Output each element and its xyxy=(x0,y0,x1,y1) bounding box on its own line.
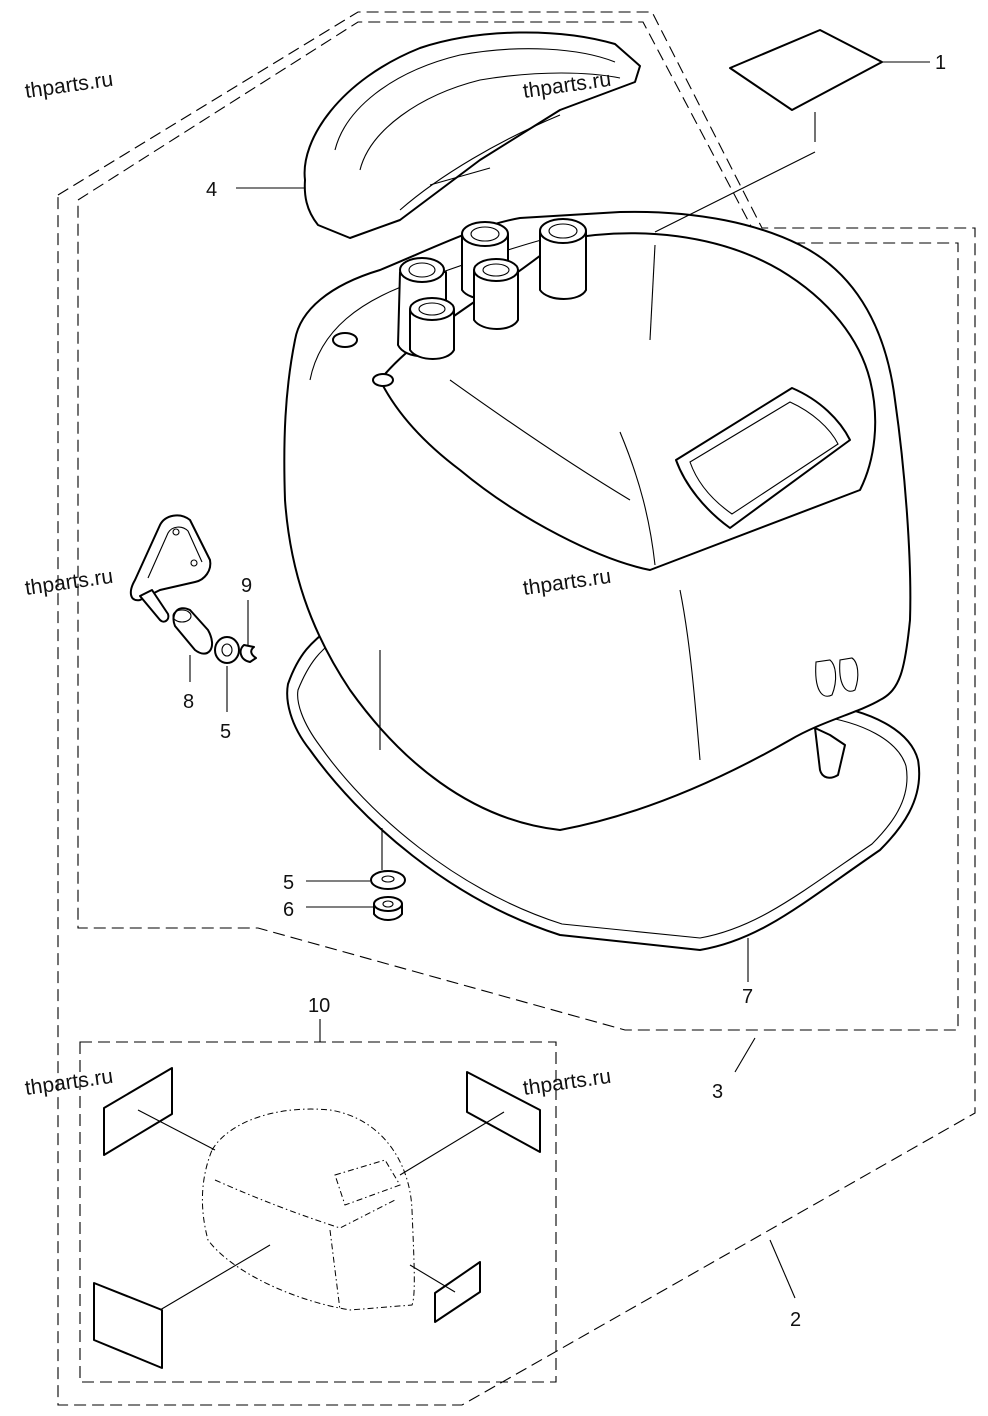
part-5-washer-upper xyxy=(214,636,240,664)
watermark: thparts.ru xyxy=(521,1065,612,1100)
part-9-clip xyxy=(239,644,257,663)
callout-1: 1 xyxy=(935,52,946,74)
part-8-bracket xyxy=(129,514,212,623)
assembly-boundary-3 xyxy=(77,21,959,1031)
part-3-cowling xyxy=(283,210,921,951)
assembly-boundary-2 xyxy=(57,11,976,1406)
leader-lines xyxy=(137,61,930,1311)
intake-bosses xyxy=(332,218,587,387)
part-1-decal xyxy=(729,29,883,111)
callout-5-lower: 5 xyxy=(283,872,294,894)
watermark: thparts.ru xyxy=(23,1065,114,1100)
assembly-boundary-10 xyxy=(79,1041,557,1383)
callout-3: 3 xyxy=(712,1081,723,1103)
callout-6: 6 xyxy=(283,899,294,921)
callout-8: 8 xyxy=(183,691,194,713)
watermark: thparts.ru xyxy=(23,565,114,600)
callout-9: 9 xyxy=(241,575,252,597)
callout-10: 10 xyxy=(308,995,330,1017)
callout-2: 2 xyxy=(790,1309,801,1331)
callout-4: 4 xyxy=(206,179,217,201)
callout-5-upper: 5 xyxy=(220,721,231,743)
part-10-ghost-cowling xyxy=(201,1108,415,1311)
part-10-decals xyxy=(93,1067,541,1369)
part-6-nut xyxy=(373,896,403,921)
part-4-top-cover xyxy=(303,31,641,239)
callout-7: 7 xyxy=(742,986,753,1008)
part-8-collar xyxy=(172,607,214,655)
part-5-washer-lower xyxy=(370,870,406,890)
watermark: thparts.ru xyxy=(23,68,114,103)
